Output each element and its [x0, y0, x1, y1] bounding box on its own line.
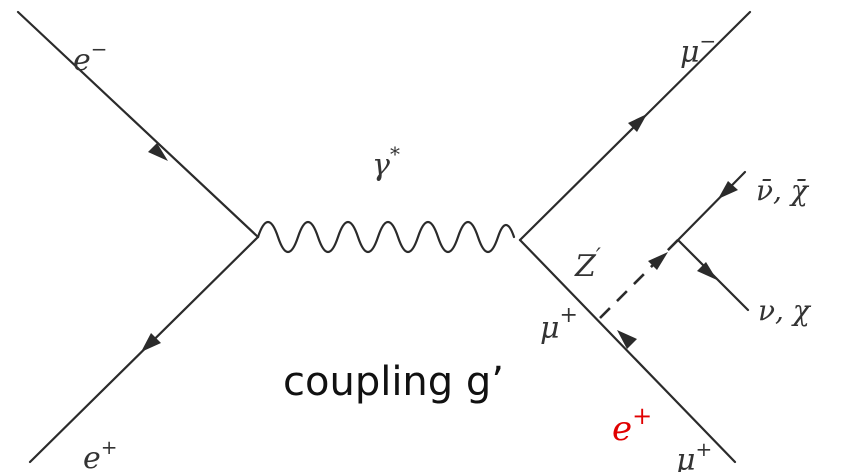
antineutrino-line	[676, 170, 747, 242]
electron-arrow	[148, 143, 168, 161]
e-plus-red-label: e+	[612, 402, 652, 449]
coupling-annotation: coupling g’	[283, 359, 504, 405]
e-plus-label-incoming: e+	[83, 435, 118, 472]
photon-line	[256, 220, 516, 254]
e-minus-label: e−	[73, 37, 108, 78]
mu-plus-label-out: μ+	[676, 437, 712, 472]
antineutrino-chi-label: ν̄, χ̄	[756, 174, 810, 207]
antineutrino-arrow	[718, 181, 738, 199]
mu-minus-label: μ−	[680, 29, 716, 70]
positron-arrow	[141, 333, 161, 352]
mu-plus-label-mid: μ+	[540, 303, 578, 346]
muon-plus-line	[518, 238, 737, 464]
z-prime-label: Z′	[574, 245, 601, 284]
electron-line	[16, 10, 260, 239]
photon-label: γ*	[372, 142, 400, 183]
muon-plus-arrow	[617, 330, 637, 349]
z-prime-line	[599, 239, 679, 319]
muon-minus-arrow	[628, 114, 647, 132]
neutrino-arrow	[697, 262, 717, 280]
neutrino-chi-label: ν, χ	[758, 294, 812, 327]
z-prime-arrow	[648, 252, 668, 270]
